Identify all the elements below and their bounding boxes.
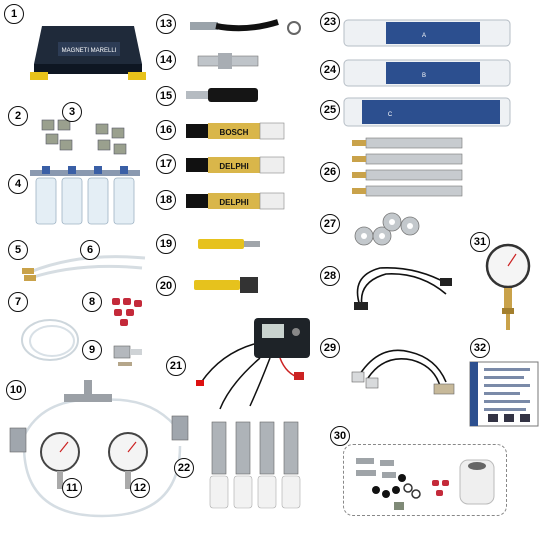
pressure-gauge-assembly: [9, 380, 189, 518]
item-badge-29: 29: [320, 338, 340, 358]
seal-kit: [356, 458, 495, 510]
item-badge-24: 24: [320, 60, 340, 80]
item-badge-19: 19: [156, 234, 176, 254]
fittings-set-2: [41, 119, 73, 151]
small-adapter: [113, 345, 142, 366]
item-badge-26: 26: [320, 162, 340, 182]
item-badge-21: 21: [166, 356, 186, 376]
connector-delphi-17: DELPHI: [186, 156, 285, 174]
item-badge-1: 1: [4, 4, 24, 24]
red-seals: [112, 298, 142, 326]
tube-b-label: B: [422, 73, 426, 79]
seal-kit-border: [343, 444, 507, 516]
carrying-case: MAGNETI MARELLI: [30, 26, 146, 80]
item-badge-13: 13: [156, 14, 176, 34]
item-badge-15: 15: [156, 86, 176, 106]
item-badge-30: 30: [330, 426, 350, 446]
cable-harness-29: [351, 349, 455, 395]
item-badge-18: 18: [156, 190, 176, 210]
item-badge-22: 22: [174, 458, 194, 478]
connector-delphi-18: DELPHI: [186, 192, 285, 210]
tube-a-label: A: [422, 33, 426, 39]
item-badge-4: 4: [8, 174, 28, 194]
pressure-gauge-31: [485, 243, 531, 330]
item-badge-20: 20: [156, 276, 176, 296]
item-badge-14: 14: [156, 50, 176, 70]
hose-with-fittings: [22, 255, 146, 281]
connector-17-label: DELPHI: [219, 162, 248, 171]
item-badge-11: 11: [62, 478, 82, 498]
connector-bosch: BOSCH: [186, 122, 285, 140]
item-badge-3: 3: [62, 102, 82, 122]
item-badge-7: 7: [8, 292, 28, 312]
yellow-adapter-19: [198, 239, 260, 249]
item-badge-32: 32: [470, 338, 490, 358]
tube-c-label: C: [388, 112, 393, 118]
tube-c: C: [343, 97, 511, 127]
cable-harness-28: [354, 267, 452, 310]
yellow-adapter-20: [194, 277, 258, 293]
injector-line-13: [190, 19, 301, 35]
item-badge-5: 5: [8, 240, 28, 260]
tube-b: B: [343, 59, 511, 87]
item-badge-28: 28: [320, 266, 340, 286]
item-badge-27: 27: [320, 214, 340, 234]
item-badge-12: 12: [130, 478, 150, 498]
item-badge-8: 8: [82, 292, 102, 312]
collection-bottles: [30, 166, 140, 225]
item-badge-6: 6: [80, 240, 100, 260]
item-badge-10: 10: [6, 380, 26, 400]
tube-a: A: [343, 19, 511, 47]
item-badge-2: 2: [8, 106, 28, 126]
injector-holders: [209, 421, 301, 509]
item-badge-31: 31: [470, 232, 490, 252]
nut-set: [354, 212, 420, 246]
coiled-tube: [21, 319, 79, 361]
connector-18-label: DELPHI: [219, 198, 248, 207]
fittings-set-3: [95, 123, 127, 155]
injector-line-14: [197, 53, 259, 69]
connector-16-label: BOSCH: [220, 128, 249, 137]
case-brand-label: MAGNETI MARELLI: [62, 48, 117, 54]
item-badge-25: 25: [320, 100, 340, 120]
injector-line-15: [186, 88, 258, 102]
item-badge-9: 9: [82, 340, 102, 360]
item-badge-16: 16: [156, 120, 176, 140]
item-badge-23: 23: [320, 12, 340, 32]
item-badge-17: 17: [156, 154, 176, 174]
instruction-sheet: [469, 361, 539, 427]
nozzle-set: [352, 137, 463, 197]
diagnostic-unit: [196, 318, 310, 410]
